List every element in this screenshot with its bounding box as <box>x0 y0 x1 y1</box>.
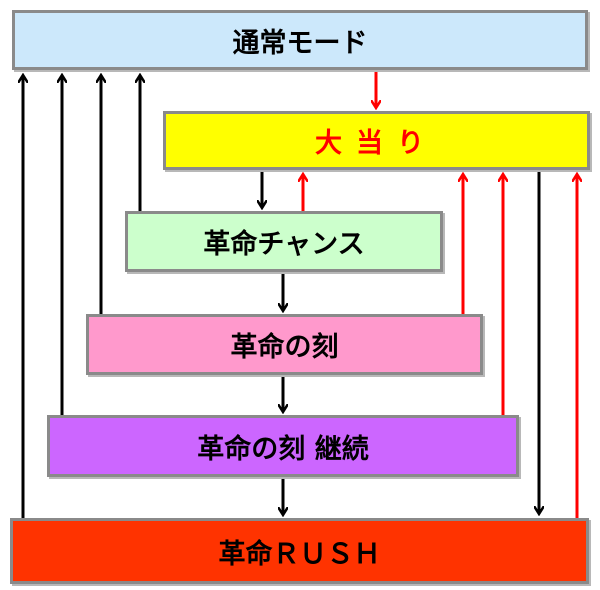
node-normal-mode: 通常モード <box>12 10 588 70</box>
node-revolution-toki: 革命の刻 <box>86 314 483 375</box>
node-big-win: 大当り <box>163 111 590 170</box>
node-revolution-toki-continue: 革命の刻 継続 <box>47 415 519 477</box>
node-big-win-label: 大当り <box>315 128 438 159</box>
node-revolution-toki-label: 革命の刻 <box>230 332 339 363</box>
node-revolution-rush-label: 革命ＲＵＳＨ <box>218 538 381 570</box>
node-revolution-chance: 革命チャンス <box>125 211 443 272</box>
node-normal-mode-label: 通常モード <box>232 27 368 59</box>
node-revolution-rush: 革命ＲＵＳＨ <box>10 518 589 584</box>
node-revolution-chance-label: 革命チャンス <box>203 229 365 260</box>
node-revolution-toki-continue-label: 革命の刻 継続 <box>197 433 369 465</box>
